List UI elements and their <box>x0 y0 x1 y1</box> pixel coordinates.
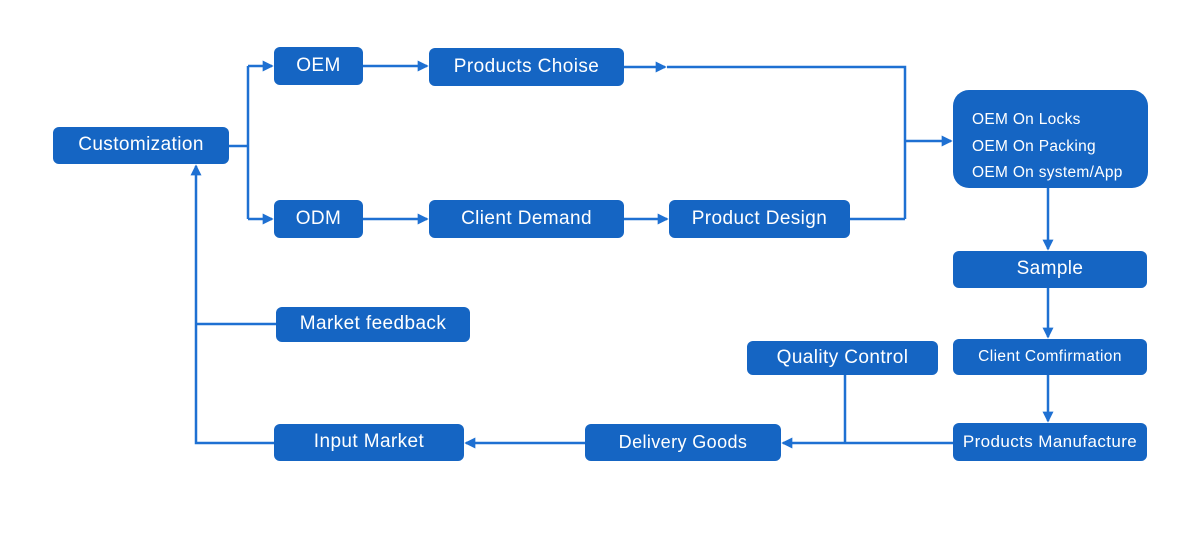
node-sample-label: Sample <box>1016 258 1084 280</box>
node-market-feedback: Market feedback <box>276 307 470 342</box>
node-sample: Sample <box>953 251 1147 288</box>
edge-merge-line <box>667 65 907 221</box>
node-customization-label: Customization <box>78 134 204 156</box>
node-client-comfirmation-label: Client Comfirmation <box>978 348 1122 366</box>
node-products-choise-label: Products Choise <box>453 55 600 77</box>
edge-customization-split <box>229 66 250 219</box>
node-input-market-label: Input Market <box>313 431 425 453</box>
node-client-demand-label: Client Demand <box>461 207 592 229</box>
node-oem-details-line1: OEM On Locks <box>972 111 1081 128</box>
node-oem-details-line3: OEM On system/App <box>972 164 1123 182</box>
node-client-demand: Client Demand <box>429 200 624 238</box>
node-delivery-goods-label: Delivery Goods <box>618 431 748 452</box>
node-market-feedback-label: Market feedback <box>299 313 447 335</box>
node-client-comfirmation: Client Comfirmation <box>953 339 1147 375</box>
node-product-design-label: Product Design <box>691 207 828 229</box>
node-quality-control: Quality Control <box>747 341 938 375</box>
node-odm: ODM <box>274 200 363 238</box>
node-products-choise: Products Choise <box>429 48 624 86</box>
node-oem-details: OEM On Locks OEM On Packing OEM On syste… <box>953 90 1148 188</box>
node-oem-label: OEM <box>296 54 341 76</box>
node-product-design: Product Design <box>669 200 850 238</box>
node-delivery-goods: Delivery Goods <box>585 424 781 461</box>
node-quality-control-label: Quality Control <box>776 346 909 368</box>
node-products-manufacture-label: Products Manufacture <box>962 431 1138 451</box>
edge-input-market-to-customization <box>190 164 274 445</box>
node-input-market: Input Market <box>274 424 464 461</box>
node-customization: Customization <box>53 127 229 164</box>
node-products-manufacture: Products Manufacture <box>953 423 1147 461</box>
node-oem: OEM <box>274 47 363 85</box>
node-oem-details-line2: OEM On Packing <box>972 137 1096 155</box>
node-odm-label: ODM <box>295 207 342 229</box>
